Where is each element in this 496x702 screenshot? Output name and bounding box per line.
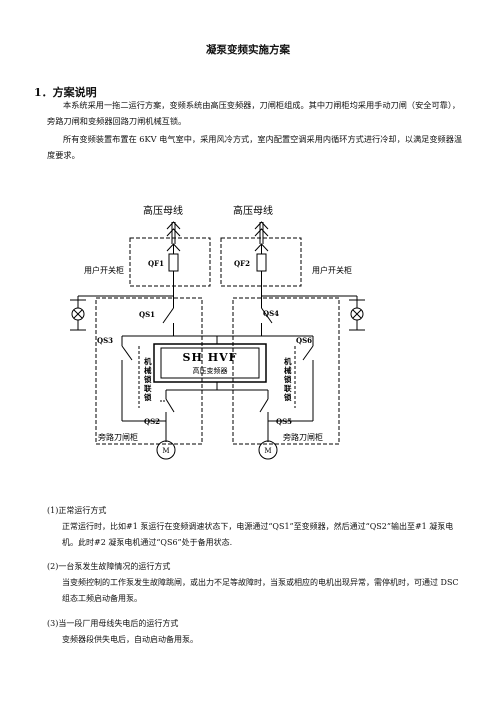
section-heading: 1．方案说明 [34,86,97,99]
qs5-label: QS5 [276,417,292,426]
interlock-right-2: 械 [284,365,292,375]
interlock-left-4: 联 [144,383,152,393]
item-3-text: 变频器段供失电后，自动启动备用泵。 [62,635,198,644]
qs4-label: QS4 [263,309,279,318]
item-2-title: (2)一台泵发生故障情况的运行方式 [47,562,171,571]
bus-label-left: 高压母线 [143,204,183,217]
motor-right [258,440,278,460]
item-3-title: (3)当一段厂用母线失电后的运行方式 [47,619,179,628]
paragraph-1: 本系统采用一拖二运行方案，变频系统由高压变频器，刀闸柜组成。其中刀闸柜均采用手动… [47,97,463,129]
indicator-lamp-left [70,296,86,331]
interlock-right-4: 联 [284,383,292,393]
vfd-title: SH HVF [183,351,238,364]
interlock-left-1: 机 [144,356,152,366]
motor-right-label: M [264,447,271,455]
bus-connector-left [166,221,181,254]
indicator-lamp-right [349,296,365,331]
item-1-text: 正常运行时，比如#1 泵运行在变频调速状态下，电源通过“QS1”至变频器，然后通… [62,522,454,547]
user-cabinet-box-left [129,237,211,287]
user-cabinet-label-left: 用户开关柜 [84,265,124,275]
qf2-label: QF2 [234,259,250,268]
bypass-label-right: 旁路刀闸柜 [283,432,323,442]
paragraph-2-text: 所有变频装置布置在 6KV 电气室中，采用风冷方式，室内配置空调采用内循环方式进… [47,134,463,160]
interlock-right-3: 锁 [284,374,292,384]
interlock-right-1: 机 [284,356,292,366]
item-2-text: 当变频控制的工作泵发生故障跳闸，或出力不足等故障时，当泵或相应的电机出现异常，需… [62,578,459,603]
bypass-label-left: 旁路刀闸柜 [98,432,138,442]
item-1-title: (1)正常运行方式 [47,506,107,515]
interlock-right-5: 锁 [284,392,292,402]
vfd-subtitle: 高压变频器 [193,366,228,375]
bus-connector-right [254,221,269,254]
interlock-left-3: 锁 [144,374,152,384]
paragraph-2: 所有变频装置布置在 6KV 电气室中，采用风冷方式，室内配置空调采用内循环方式进… [47,131,463,163]
bus-label-right: 高压母线 [233,204,273,217]
vfd-box [153,343,267,383]
interlock-left-5: 锁 [144,392,152,402]
document-title: 凝泵变频实施方案 [206,44,290,56]
paragraph-1-text: 本系统采用一拖二运行方案，变频系统由高压变频器，刀闸柜组成。其中刀闸柜均采用手动… [47,100,461,126]
motor-left [156,440,176,460]
user-cabinet-label-right: 用户开关柜 [312,265,352,275]
qs6-label: QS6 [296,336,312,345]
qs2-label: QS2 [144,417,160,426]
breaker-qf2 [256,253,267,272]
qf1-label: QF1 [148,259,164,268]
motor-left-label: M [162,447,169,455]
qs3-label: QS3 [97,336,113,345]
breaker-qf1 [168,253,179,272]
qs1-label: QS1 [139,310,155,319]
wiring-diagram: 高压母线 高压母线 用户开关柜 [70,204,365,460]
interlock-left-2: 械 [144,365,152,375]
